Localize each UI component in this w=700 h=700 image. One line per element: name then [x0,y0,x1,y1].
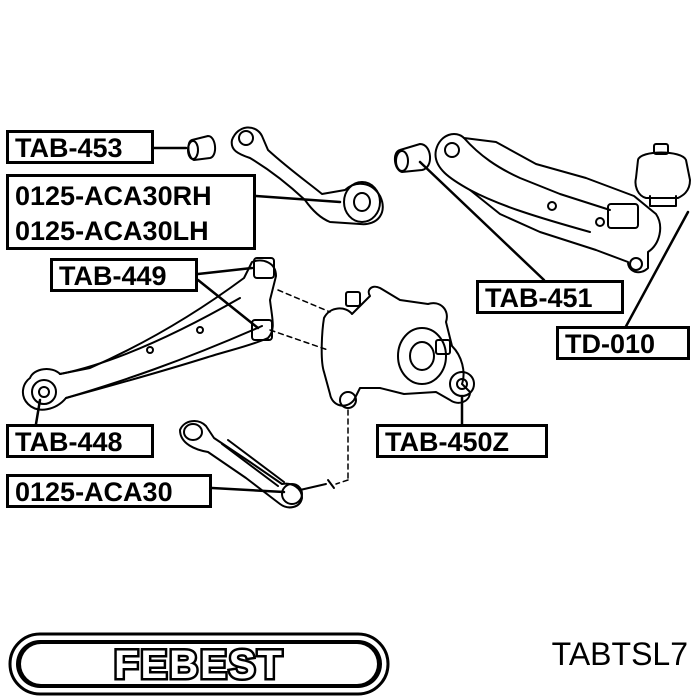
label-aca30-text: 0125-ACA30 [15,477,173,507]
assembly-lines [269,289,349,485]
part-code: TABTSL7 [551,636,688,672]
upper-control-arm [230,126,384,226]
label-tab-451: TAB-451 [476,280,624,314]
label-td-010-text: TD-010 [565,329,656,359]
bushing-tab-451 [394,143,431,173]
label-tab-453-text: TAB-453 [15,133,123,163]
label-aca30: 0125-ACA30 [6,474,212,508]
label-upper-arm: 0125-ACA30RH 0125-ACA30LH [6,174,256,250]
label-tab-450z-text: TAB-450Z [385,427,510,457]
febest-logo: FEBEST [8,632,390,696]
subframe [434,133,662,274]
label-tab-450z: TAB-450Z [376,424,548,458]
label-tab-449: TAB-449 [50,258,198,292]
strut-mount-td-010 [634,143,691,207]
label-aca30lh-text: 0125-ACA30LH [15,216,209,246]
label-tab-448: TAB-448 [6,424,154,458]
label-tab-451-text: TAB-451 [485,283,593,313]
label-tab-453: TAB-453 [6,130,154,164]
label-aca30rh-text: 0125-ACA30RH [15,181,212,211]
label-tab-448-text: TAB-448 [15,427,123,457]
lower-trailing-arm [22,257,277,411]
knuckle [320,285,475,409]
label-tab-449-text: TAB-449 [59,261,167,291]
leader-lines [34,146,690,494]
lateral-link [179,420,335,509]
label-td-010: TD-010 [556,326,690,360]
bushing-tab-453 [187,135,216,161]
svg-text:FEBEST: FEBEST [114,643,284,687]
